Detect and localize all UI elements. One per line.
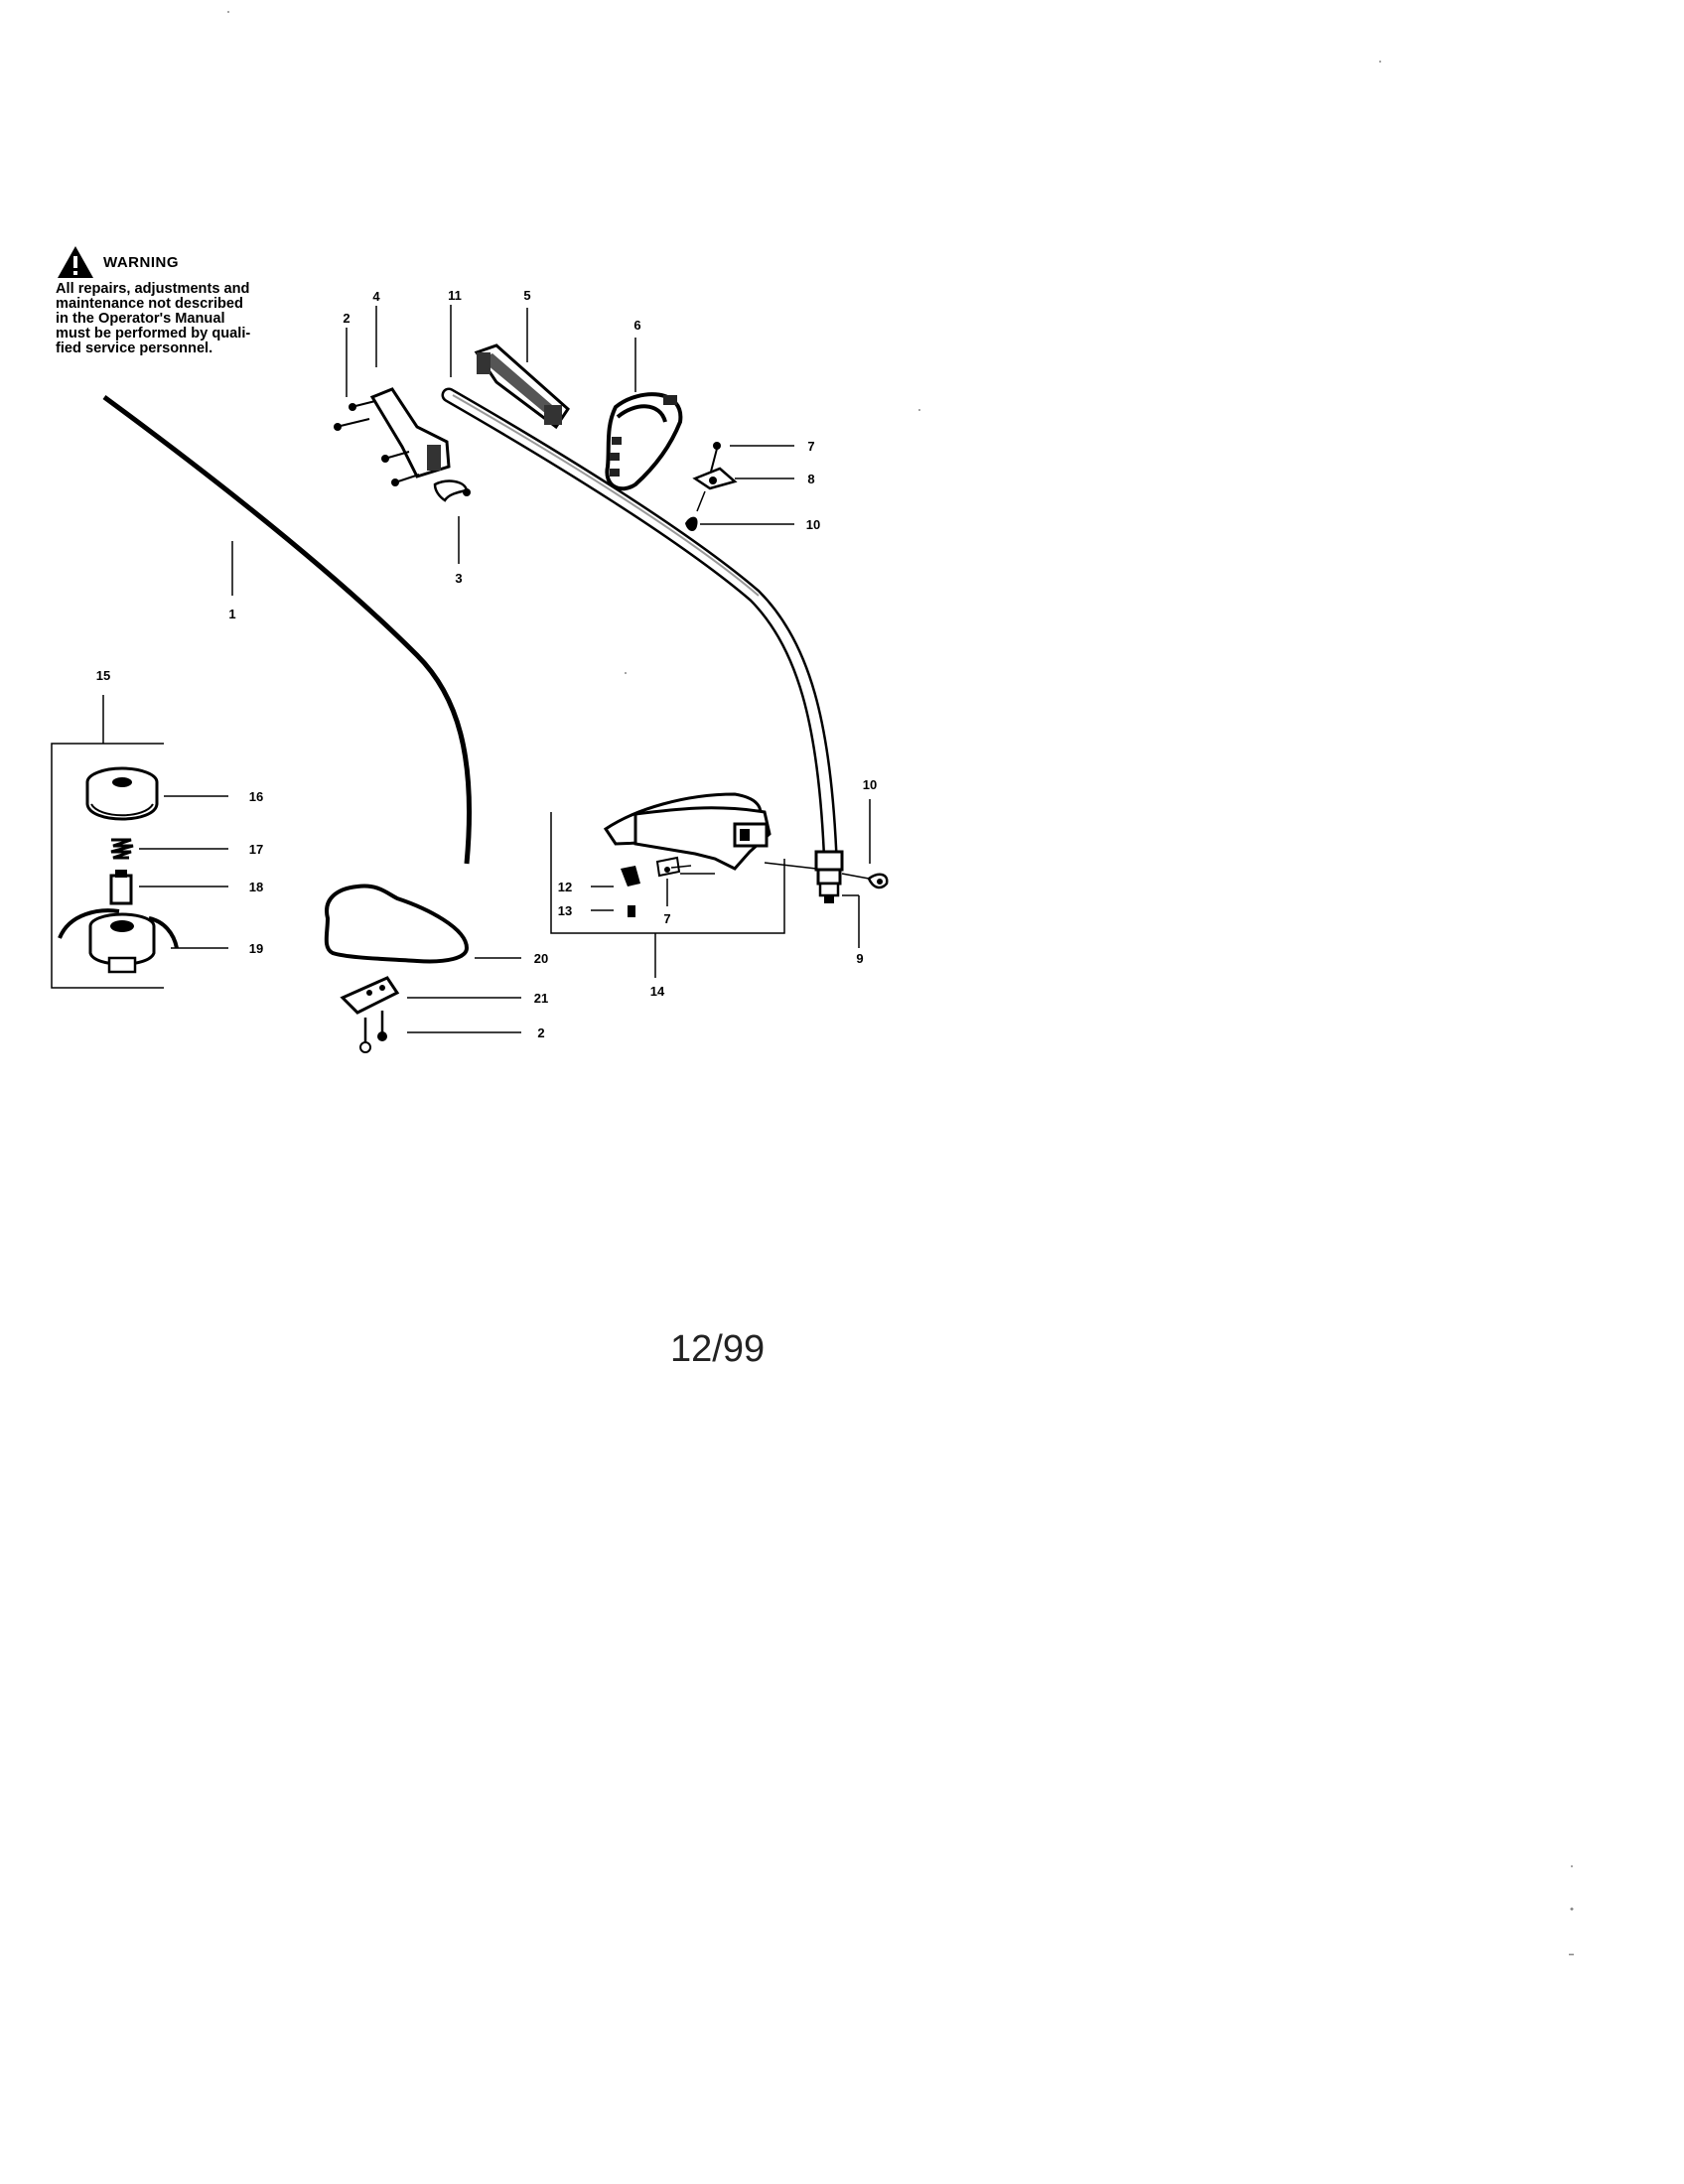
handle-fasteners xyxy=(685,442,738,532)
revision-date: 12/99 xyxy=(670,1328,766,1370)
callout-labels: 1 2 4 3 11 5 6 7 8 10 15 16 17 18 19 20 … xyxy=(96,288,877,1040)
assist-handle xyxy=(605,392,683,491)
clamp-assembly xyxy=(334,387,471,502)
shaft-end-fitting xyxy=(764,850,889,903)
shaft-housing xyxy=(441,387,838,860)
callout-19: 19 xyxy=(249,941,263,956)
callout-3: 3 xyxy=(455,571,462,586)
warning-notice: WARNING All repairs, adjustments and mai… xyxy=(56,244,286,356)
callout-16: 16 xyxy=(249,789,263,804)
callout-20: 20 xyxy=(534,951,548,966)
warning-body: All repairs, adjustments and maintenance… xyxy=(56,282,286,356)
warning-triangle-icon xyxy=(58,246,93,278)
callout-14: 14 xyxy=(650,984,665,999)
callout-9: 9 xyxy=(856,951,863,966)
trimmer-head-assembly xyxy=(51,743,179,989)
callout-2b: 2 xyxy=(537,1025,544,1040)
leader-lines xyxy=(102,305,871,1033)
callout-18: 18 xyxy=(249,880,263,894)
warning-line: in the Operator's Manual xyxy=(56,311,225,327)
callout-11: 11 xyxy=(448,288,462,303)
callout-7b: 7 xyxy=(663,911,670,926)
warning-line: fied service personnel. xyxy=(56,341,213,356)
callout-21: 21 xyxy=(534,991,548,1006)
warning-line: All repairs, adjustments and xyxy=(56,281,250,297)
callout-15: 15 xyxy=(96,668,110,683)
warning-header: WARNING xyxy=(56,244,286,280)
warning-title: WARNING xyxy=(103,253,179,271)
callout-5: 5 xyxy=(523,288,530,303)
handle-bracket xyxy=(474,343,570,430)
callout-7: 7 xyxy=(807,439,814,454)
callout-6: 6 xyxy=(633,318,640,333)
guard-assembly xyxy=(603,792,772,917)
callout-1: 1 xyxy=(228,607,235,621)
warning-line: must be performed by quali- xyxy=(56,326,251,341)
scan-specks xyxy=(227,11,1574,1956)
callout-17: 17 xyxy=(249,842,263,857)
callout-10b: 10 xyxy=(863,777,877,792)
callout-10: 10 xyxy=(806,517,820,532)
callout-2: 2 xyxy=(343,311,350,326)
guard-rod-assembly xyxy=(324,884,470,1053)
warning-line: maintenance not described xyxy=(56,296,243,312)
callout-8: 8 xyxy=(807,472,814,486)
callout-4: 4 xyxy=(372,289,380,304)
callout-12: 12 xyxy=(558,880,572,894)
drive-cable xyxy=(102,394,473,865)
callout-13: 13 xyxy=(558,903,572,918)
